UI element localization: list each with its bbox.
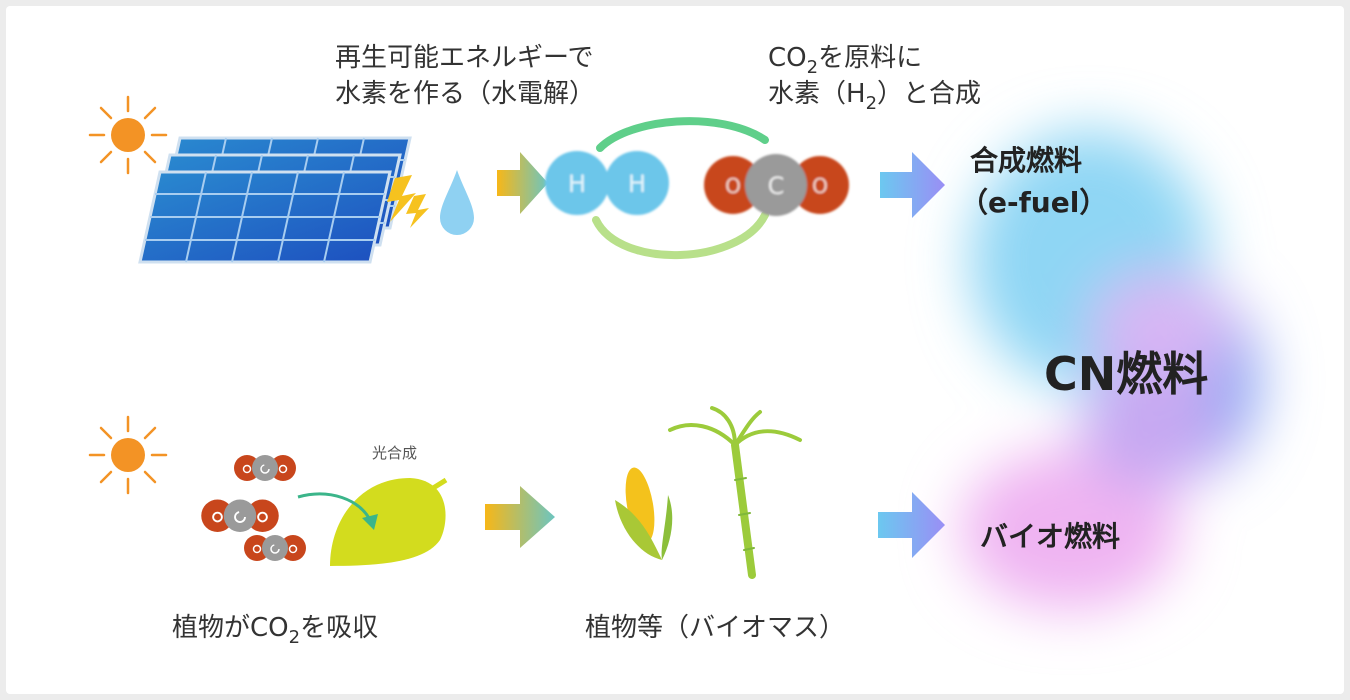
h-atom-label: H [628,170,646,198]
c-atom-label: C [768,172,785,200]
step2-label-line2: 水素（H2）と合成 [768,79,981,114]
step1-label-line2: 水素を作る（水電解） [335,79,595,109]
corn-icon [615,467,673,560]
leaf-icon [330,477,448,566]
sun-icon [88,95,168,175]
step1-label-line1: 再生可能エネルギーで [335,43,593,73]
biofuel-label: バイオ燃料 [980,520,1120,553]
photosynthesis-label: 光合成 [372,444,417,462]
water-drop-icon [440,170,474,235]
arrow-icon [485,486,555,548]
efuel-label: 合成燃料 [970,144,1082,177]
o-atom-label: O [812,174,828,198]
cn-fuel-blob [960,130,1260,610]
arrow-icon [878,492,945,558]
biomass-caption: 植物等（バイオマス） [585,613,845,643]
synthesis-cycle-icon [592,117,769,259]
absorb-arrow-icon [297,492,378,530]
sun-icon [88,415,168,495]
absorb-caption: 植物がCO2を吸収 [172,613,378,648]
o-atom-label: O [725,174,741,198]
arrow-icon [497,152,548,214]
lightning-icon [387,175,429,228]
h-atom-label: H [568,170,586,198]
co2-molecules-icon [200,454,307,562]
arrow-icon [880,152,945,218]
step2-label-line1: CO2を原料に [768,43,922,78]
sugarcane-icon [668,406,802,579]
efuel-sublabel: （e-fuel） [960,186,1107,219]
co2-molecule-icon: O C O [704,154,849,216]
solar-panel-icon [138,136,412,264]
hydrogen-molecule-icon: H H [545,151,669,215]
cn-fuel-label: CN燃料 [1044,347,1208,401]
